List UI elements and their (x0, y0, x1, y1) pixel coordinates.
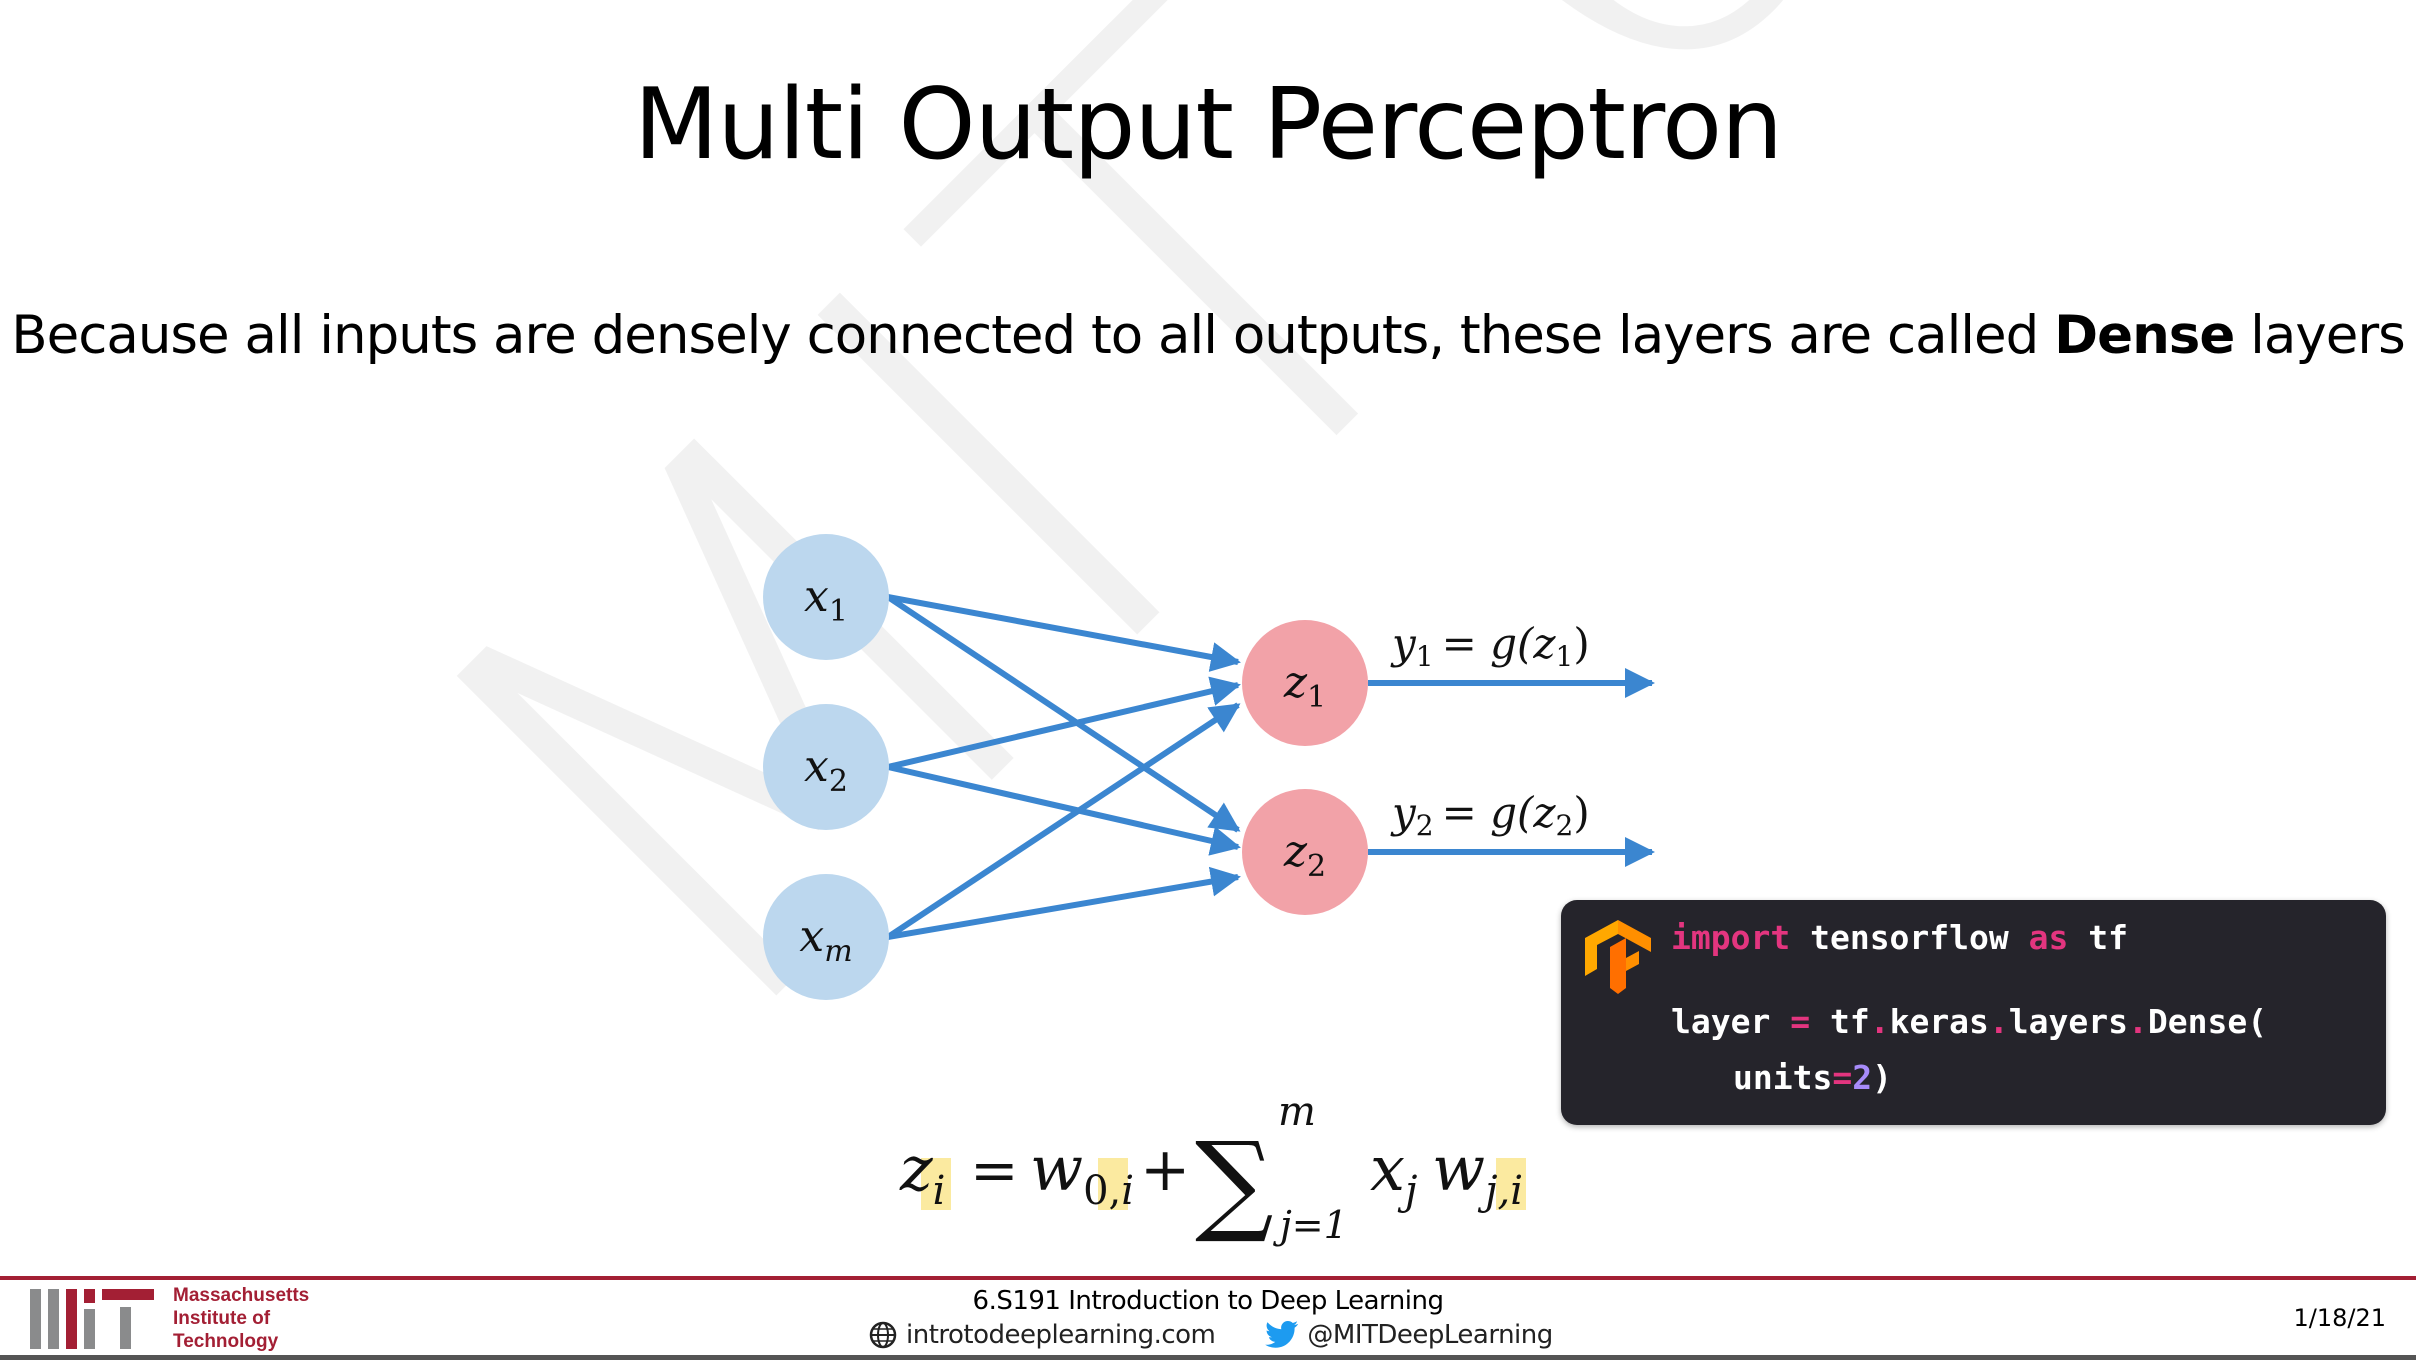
input-node-xm (763, 874, 889, 1000)
highlight-zi (921, 1158, 951, 1210)
twitter-handle[interactable]: @MITDeepLearning (1307, 1320, 1553, 1350)
tensorflow-logo-icon (1585, 920, 1651, 994)
input-label-xm: xm (799, 911, 852, 969)
output-equation-2: y2= g(z2) (1390, 788, 1590, 842)
mit-line-1: Massachusetts (173, 1285, 310, 1306)
eq-xj: xj (1370, 1132, 1417, 1214)
highlight-wji (1496, 1158, 1526, 1210)
weighted-sum-equation: zi = w0,i + ∑ m j=1 xj wj,i (899, 1089, 1523, 1247)
edge-x1-z2 (886, 594, 1241, 833)
subtitle-bold: Dense (2054, 305, 2235, 366)
subtitle-text-pre: Because all inputs are densely connected… (11, 305, 2055, 366)
twitter-bird-icon (1265, 1321, 1299, 1348)
globe-icon (869, 1321, 897, 1349)
code-close: ) (1872, 1058, 1892, 1097)
mit-line-2: Institute of (173, 1308, 271, 1329)
code-units: units (1733, 1058, 1833, 1097)
code-dot: . (2128, 1002, 2148, 1041)
eq-equals: = (970, 1136, 1019, 1204)
code-kw-import: import (1671, 918, 1791, 957)
code-line-3: units=2) (1733, 1058, 1892, 1097)
footer-bottom-bar (0, 1355, 2416, 1360)
slide-subtitle: Because all inputs are densely connected… (0, 305, 2416, 366)
eq-sum-bottom: j=1 (1273, 1203, 1348, 1247)
code-keras: keras (1889, 1002, 1989, 1041)
edge-xm-z2 (887, 866, 1241, 940)
website-link[interactable]: introtodeeplearning.com (906, 1320, 1216, 1350)
output-label-z1: z1 (1283, 657, 1326, 715)
slide-date: 1/18/21 (2293, 1304, 2386, 1332)
subtitle-text-post: layers (2234, 305, 2406, 366)
edge-x2-z2 (887, 764, 1241, 856)
code-dot: . (1988, 1002, 2009, 1041)
input-node-x2 (763, 704, 889, 830)
code-kw-as: as (2028, 918, 2069, 957)
output-node-z2 (1242, 789, 1368, 915)
code-snippet: import tensorflow as tf layer = tf.keras… (1561, 900, 2386, 1125)
eq-w0: w0,i (1030, 1132, 1134, 1214)
code-module: tensorflow (1790, 918, 2029, 957)
eq-sum-top: m (1278, 1089, 1316, 1135)
mit-wordmark: Massachusetts Institute of Technology (173, 1284, 309, 1353)
highlight-w0i (1098, 1158, 1128, 1210)
edge-x1-z1 (887, 594, 1241, 672)
code-layers: layers (2008, 1002, 2129, 1041)
code-eq: = (1832, 1058, 1853, 1097)
eq-plus: + (1140, 1135, 1190, 1205)
code-line-1: import tensorflow as tf (1671, 918, 2128, 957)
code-number: 2 (1852, 1058, 1873, 1097)
mit-line-3: Technology (173, 1331, 279, 1352)
eq-sum-symbol: ∑ (1195, 1118, 1274, 1246)
course-title: 6.S191 Introduction to Deep Learning (972, 1286, 1444, 1316)
eq-lhs: zi (899, 1132, 945, 1214)
footer-divider (0, 1276, 2416, 1280)
footer-links: introtodeeplearning.com @MITDeepLearning (868, 1320, 1553, 1350)
code-dot: . (1869, 1002, 1890, 1041)
output-node-z1 (1242, 620, 1368, 746)
code-line-2: layer = tf.keras.layers.Dense( (1671, 1002, 2267, 1041)
eq-wj: wj,i (1432, 1132, 1523, 1214)
code-tf: tf (1810, 1002, 1870, 1041)
output-equation-1: y1= g(z1) (1390, 619, 1590, 673)
code-dense: Dense( (2147, 1002, 2268, 1041)
slide-title: Multi Output Perceptron (633, 68, 1783, 182)
input-node-x1 (763, 534, 889, 660)
edge-xm-z1 (886, 702, 1241, 940)
output-label-z2: z2 (1283, 826, 1326, 884)
input-label-x2: x2 (804, 741, 848, 799)
code-var: layer (1671, 1002, 1791, 1041)
edge-x2-z1 (887, 676, 1241, 770)
code-eq: = (1790, 1002, 1811, 1041)
code-alias: tf (2068, 918, 2128, 957)
mit-logo-icon (30, 1289, 154, 1349)
input-label-x1: x1 (804, 571, 848, 629)
